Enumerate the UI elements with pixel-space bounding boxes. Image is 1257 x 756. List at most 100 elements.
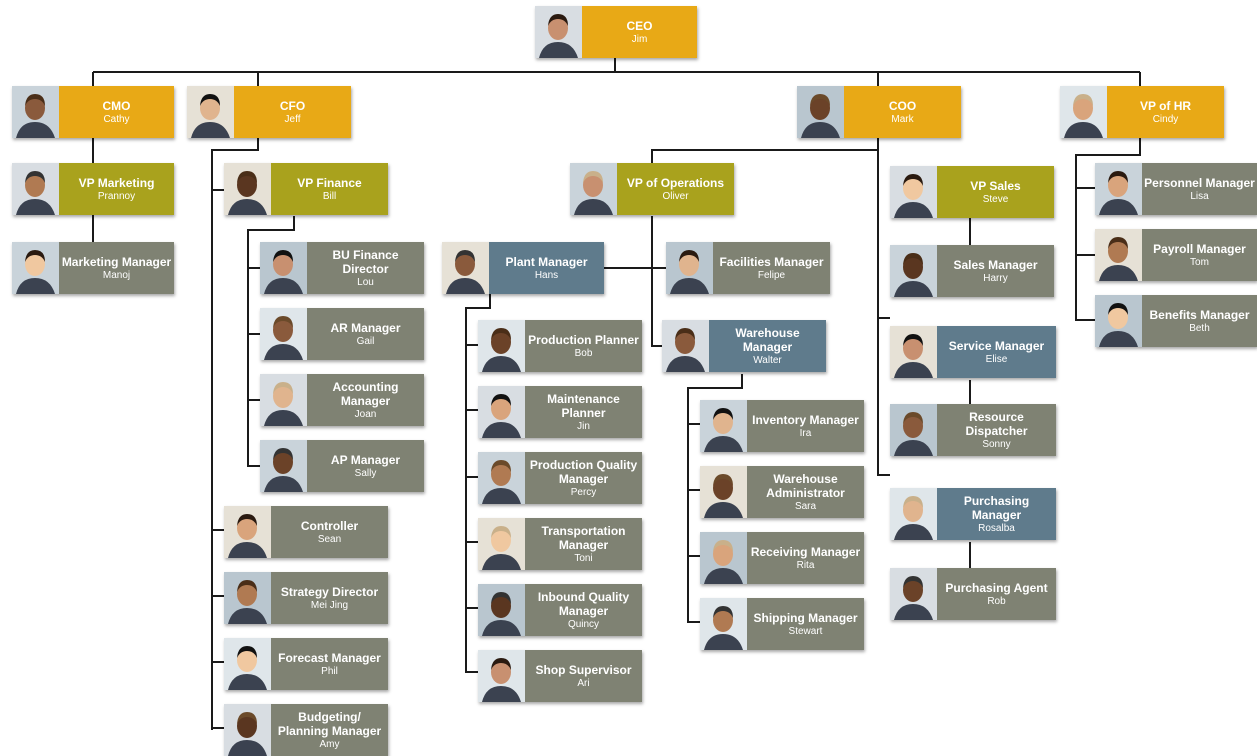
- person-name: Harry: [983, 272, 1008, 284]
- position-title: Maintenance Planner: [547, 391, 620, 420]
- portrait-photo: [12, 242, 59, 294]
- position-title: CFO: [279, 98, 306, 113]
- person-name: Elise: [985, 353, 1008, 365]
- person-name: Bob: [574, 347, 593, 359]
- position-title: Marketing Manager: [61, 254, 172, 269]
- position-title: Forecast Manager: [278, 650, 381, 665]
- person-name: Rob: [987, 595, 1006, 607]
- position-title: Service Manager: [948, 338, 1045, 353]
- portrait-photo: [535, 6, 582, 58]
- position-title: Plant Manager: [505, 254, 588, 269]
- position-title: Shop Supervisor: [535, 662, 632, 677]
- portrait-photo: [260, 308, 307, 360]
- portrait-photo: [890, 568, 937, 620]
- portrait-photo: [224, 163, 271, 215]
- position-title: CEO: [626, 18, 653, 33]
- person-name: Lou: [357, 276, 374, 288]
- position-title: VP Marketing: [78, 175, 155, 190]
- person-name: Jim: [631, 33, 648, 45]
- position-title: Receiving Manager: [750, 544, 861, 559]
- portrait-photo: [666, 242, 713, 294]
- person-name: Gail: [356, 335, 375, 347]
- position-title: Budgeting/ Planning Manager: [277, 709, 382, 738]
- person-name: Rita: [796, 559, 815, 571]
- portrait-photo: [700, 466, 747, 518]
- person-name: Ira: [799, 427, 812, 439]
- person-name: Mark: [891, 113, 914, 125]
- position-title: VP of HR: [1139, 98, 1192, 113]
- position-title: Sales Manager: [953, 257, 1038, 272]
- portrait-photo: [478, 584, 525, 636]
- portrait-photo: [662, 320, 709, 372]
- position-title: AP Manager: [330, 452, 401, 467]
- portrait-photo: [890, 166, 937, 218]
- person-name: Tom: [1190, 256, 1209, 268]
- position-title: Purchasing Agent: [945, 580, 1048, 595]
- portrait-photo: [890, 488, 937, 540]
- portrait-photo: [570, 163, 617, 215]
- portrait-photo: [890, 404, 937, 456]
- position-title: Strategy Director: [280, 584, 379, 599]
- position-title: Production Quality Manager: [529, 457, 638, 486]
- portrait-photo: [478, 452, 525, 504]
- person-name: Prannoy: [97, 190, 136, 202]
- portrait-photo: [478, 320, 525, 372]
- position-title: Benefits Manager: [1149, 307, 1250, 322]
- position-title: Warehouse Manager: [735, 325, 800, 354]
- person-name: Walter: [753, 354, 782, 366]
- position-title: Accounting Manager: [332, 379, 399, 408]
- portrait-photo: [890, 326, 937, 378]
- person-name: Cindy: [1152, 113, 1179, 125]
- portrait-photo: [224, 572, 271, 624]
- portrait-photo: [260, 242, 307, 294]
- position-title: Personnel Manager: [1144, 175, 1255, 190]
- portrait-photo: [260, 374, 307, 426]
- position-title: Inventory Manager: [752, 412, 859, 427]
- person-name: Joan: [354, 408, 377, 420]
